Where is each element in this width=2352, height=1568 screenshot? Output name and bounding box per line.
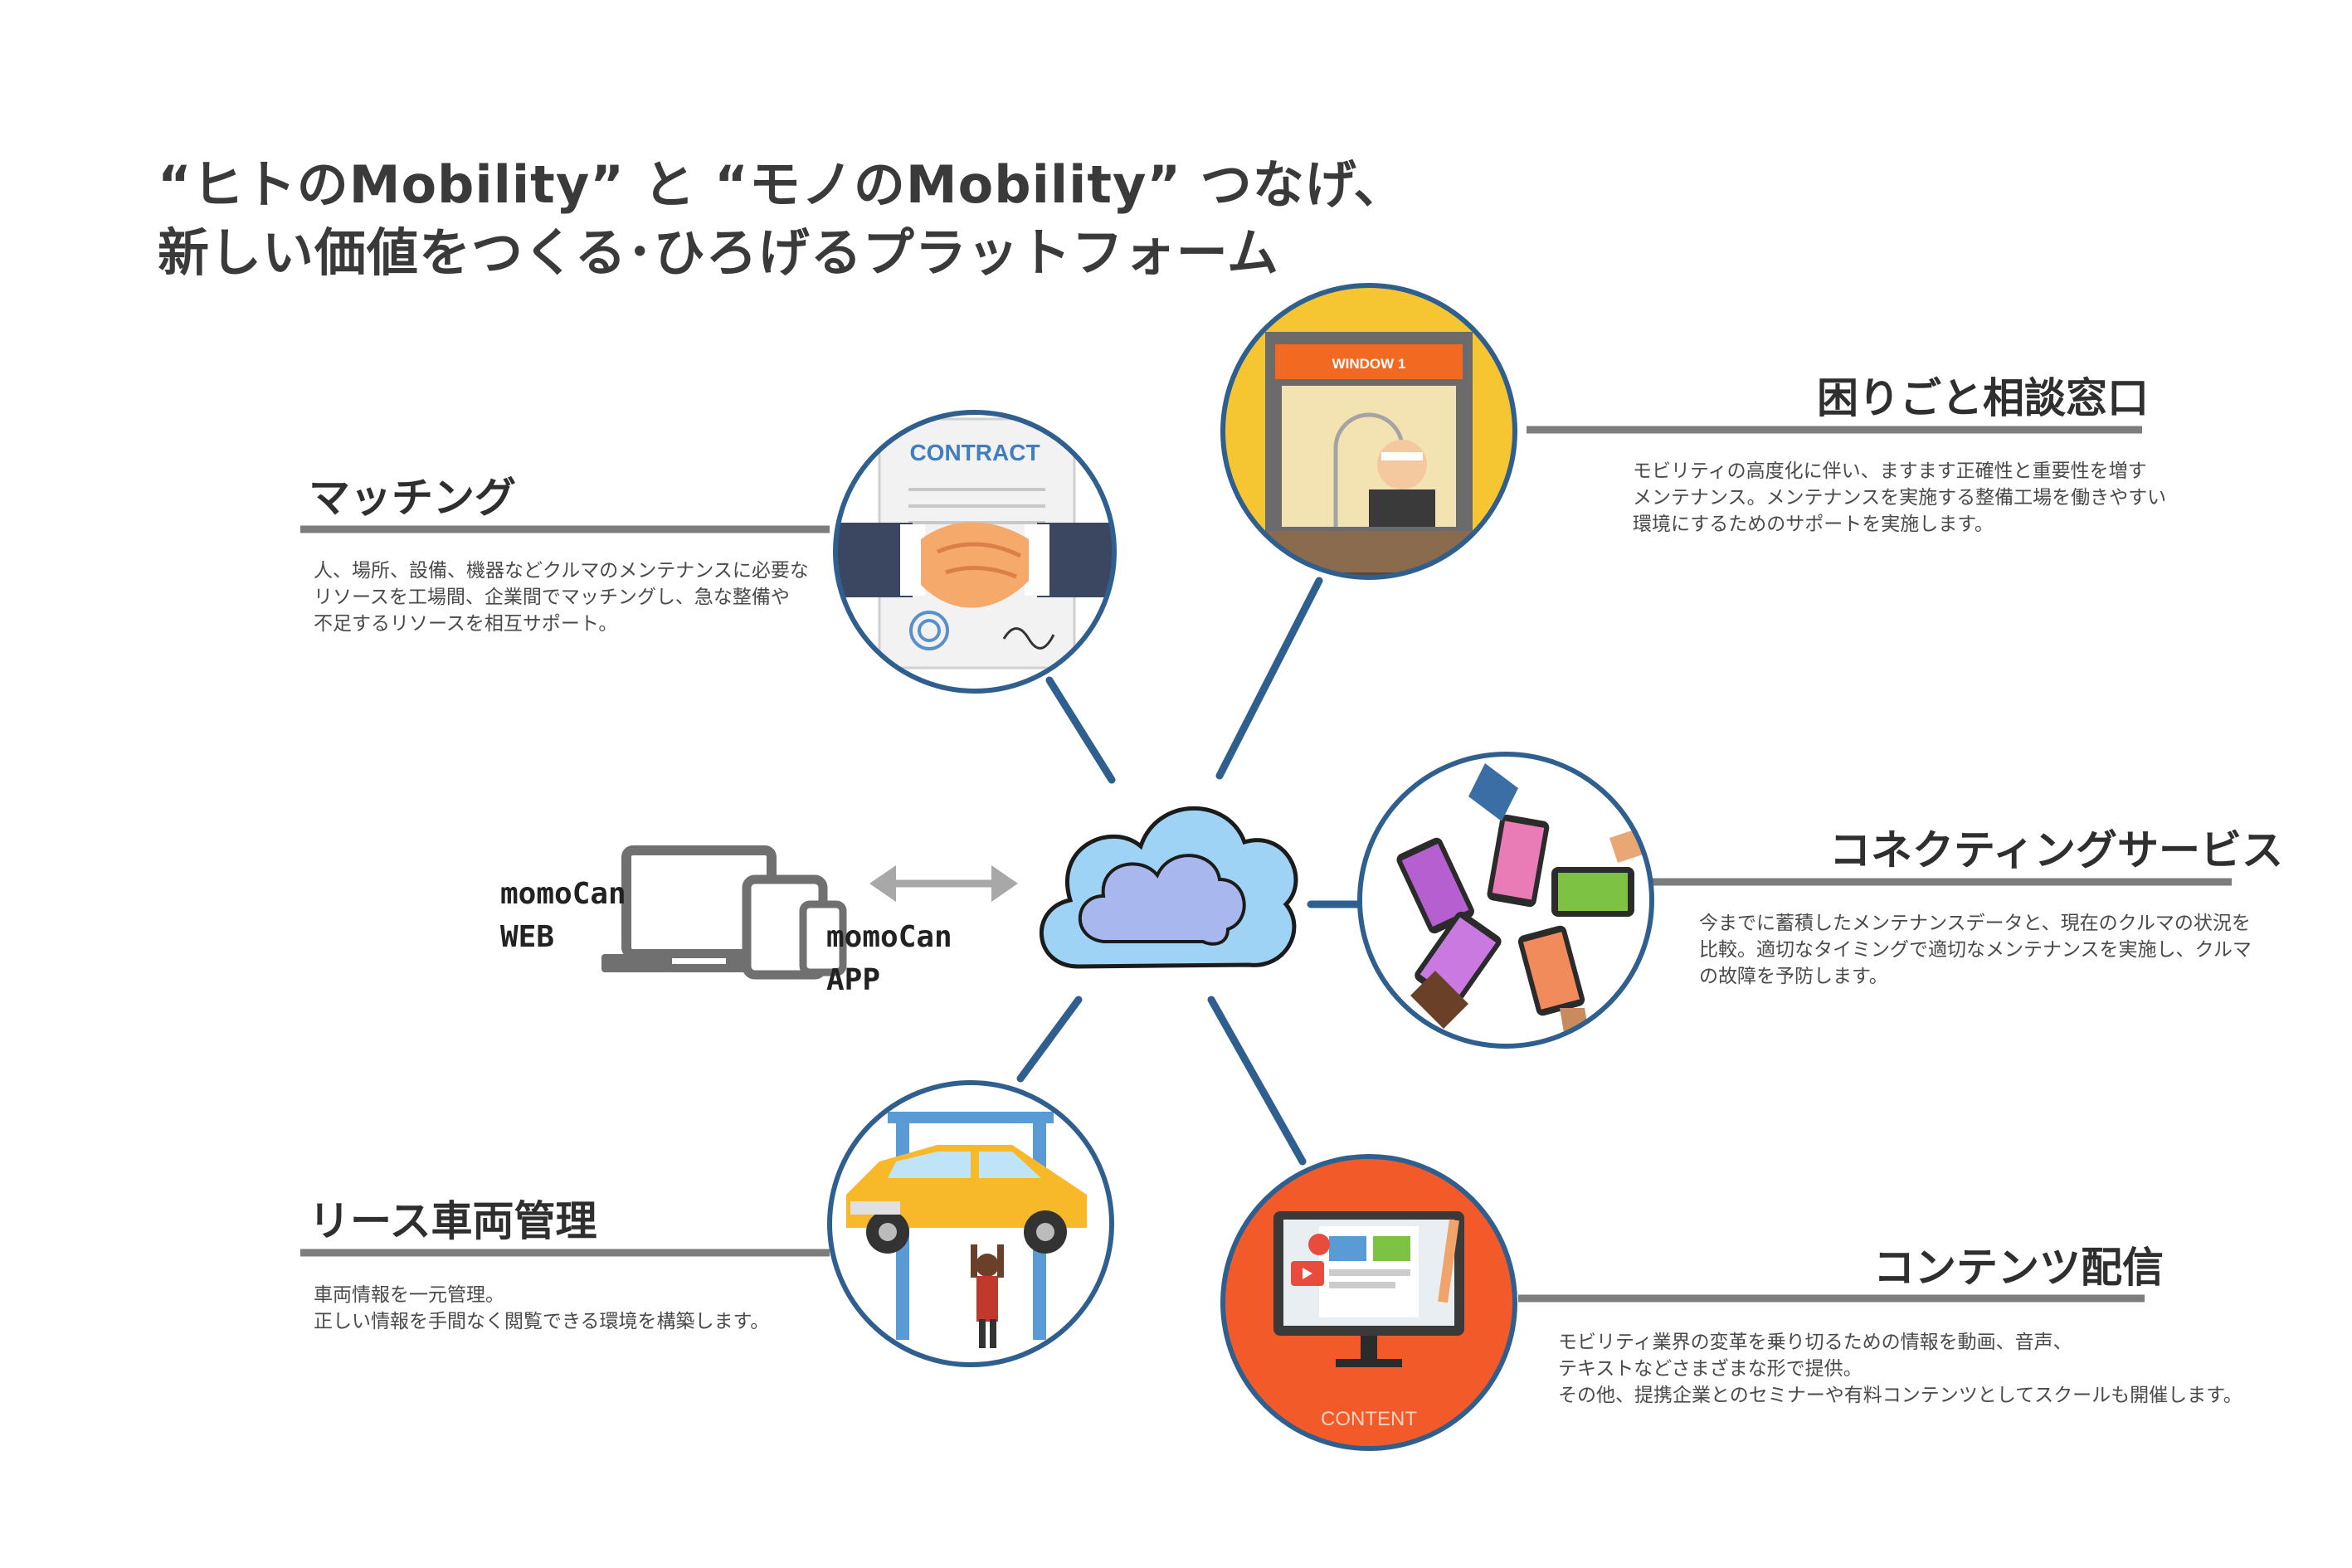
connector-consult [1215, 577, 1323, 780]
connecting-description: 今までに蓄積したメンテナンスデータと、現在のクルマの状況を 比較。適切なタイミン… [1699, 913, 2252, 987]
double-arrow-icon [869, 865, 1018, 902]
matching-heading: マッチング [309, 474, 516, 522]
content-text: CONTENT [1321, 1408, 1417, 1430]
app-label-line-2: APP [826, 963, 881, 997]
page-title-line-1: “ヒトのMobility” と “モノのMobility” つなげ、 [158, 154, 1406, 215]
connectors [1016, 577, 1365, 1166]
lease-illustration [827, 1080, 1114, 1367]
content-illustration: CONTENT [1220, 1154, 1517, 1451]
consult-description: モビリティの高度化に伴い、ますます正確性と重要性を増す メンテナンス。メンテナン… [1633, 460, 2167, 535]
momocan-app-label: momoCan APP [826, 916, 952, 1002]
connecting-illustration [1357, 752, 1654, 1049]
web-label-line-2: WEB [500, 920, 555, 954]
content-description: モビリティ業界の変革を乗り切るための情報を動画、音声、 テキストなどさまざまな形… [1558, 1332, 2242, 1406]
page-title-line-2: 新しい価値をつくる･ひろげるプラットフォーム [158, 222, 1279, 283]
devices-icon [601, 845, 847, 980]
app-label-line-1: momoCan [826, 920, 952, 954]
contract-text: CONTRACT [909, 440, 1040, 465]
connector-matching [1045, 676, 1116, 784]
connecting-heading: コネクティングサービス [1829, 826, 2283, 874]
content-heading: コンテンツ配信 [1873, 1244, 2164, 1292]
consult-heading: 困りごと相談窓口 [1817, 374, 2149, 422]
consult-illustration: WINDOW 1 [1220, 283, 1517, 580]
window-text: WINDOW 1 [1332, 356, 1406, 372]
lease-heading: リース車両管理 [309, 1197, 597, 1245]
matching-description: 人、場所、設備、機器などクルマのメンテナンスに必要な リソースを工場間、企業間で… [314, 560, 809, 635]
web-label-line-1: momoCan [500, 877, 626, 911]
lease-description: 車両情報を一元管理。 正しい情報を手間なく閲覧できる環境を構築します。 [314, 1284, 770, 1332]
connector-lease [1016, 996, 1083, 1083]
matching-illustration: CONTRACT [833, 410, 1117, 694]
connector-content [1207, 996, 1307, 1166]
momocan-web-label: momoCan WEB [500, 873, 626, 959]
cloud-icon [1040, 806, 1298, 969]
